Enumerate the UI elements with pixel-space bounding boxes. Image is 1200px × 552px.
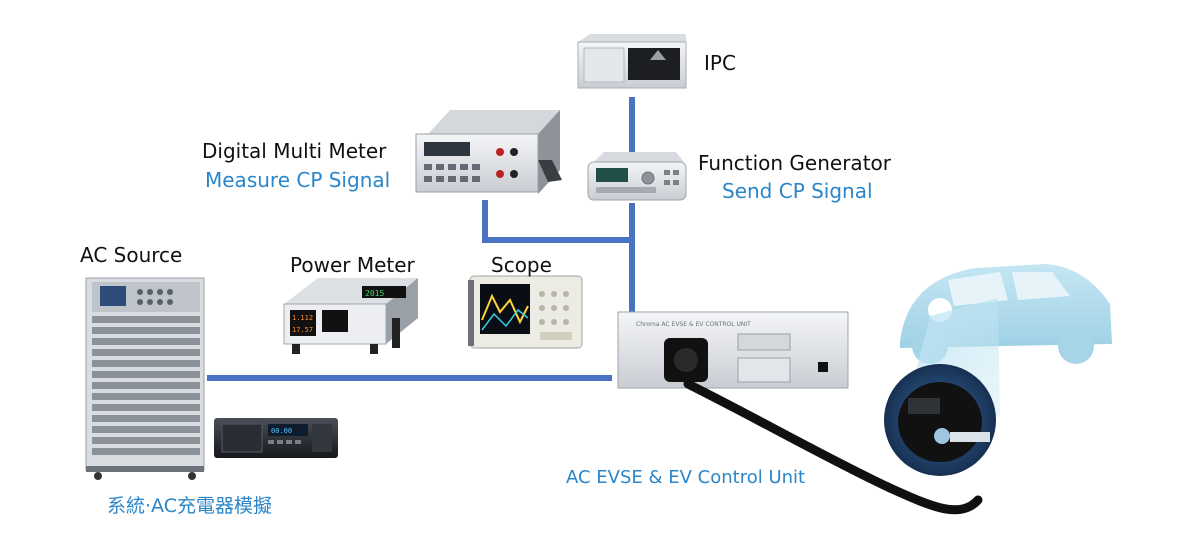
svg-text:00.00: 00.00 [271, 427, 292, 435]
control-unit-icon: Chroma AC EVSE & EV CONTROL UNIT [617, 311, 849, 389]
function-generator-icon [587, 152, 687, 201]
ac-source-cabinet-icon [85, 277, 205, 480]
digital-multi-meter-icon [415, 110, 562, 194]
dmm-branch-line [482, 200, 632, 243]
electronic-load-icon: 00.00 [214, 418, 338, 458]
svg-text:17.57: 17.57 [292, 326, 313, 334]
power-meter-icon: 1.112 17.57 2015 [283, 278, 418, 354]
ac-source-label: AC Source [80, 243, 182, 267]
connection-lines [207, 97, 635, 381]
power-meter-label: Power Meter [290, 253, 416, 277]
svg-text:2015: 2015 [365, 289, 384, 298]
system-note-label: 系統‧AC充電器模擬 [107, 495, 272, 517]
scope-label: Scope [491, 253, 552, 277]
charging-cable [683, 379, 983, 515]
oscilloscope-icon [468, 275, 583, 349]
fg-role-label: Send CP Signal [722, 179, 873, 203]
control-unit-label: AC EVSE & EV Control Unit [566, 467, 805, 488]
ipc-label: IPC [704, 51, 736, 75]
fg-name-label: Function Generator [698, 151, 892, 175]
svg-text:1.112: 1.112 [292, 314, 313, 322]
ipc-device-icon [577, 34, 687, 89]
svg-text:Chroma AC EVSE & EV CONTROL U: Chroma AC EVSE & EV CONTROL UNIT [636, 321, 751, 328]
dmm-role-label: Measure CP Signal [205, 168, 390, 192]
dmm-name-label: Digital Multi Meter [202, 139, 387, 163]
charging-port-closeup-icon [884, 364, 996, 476]
